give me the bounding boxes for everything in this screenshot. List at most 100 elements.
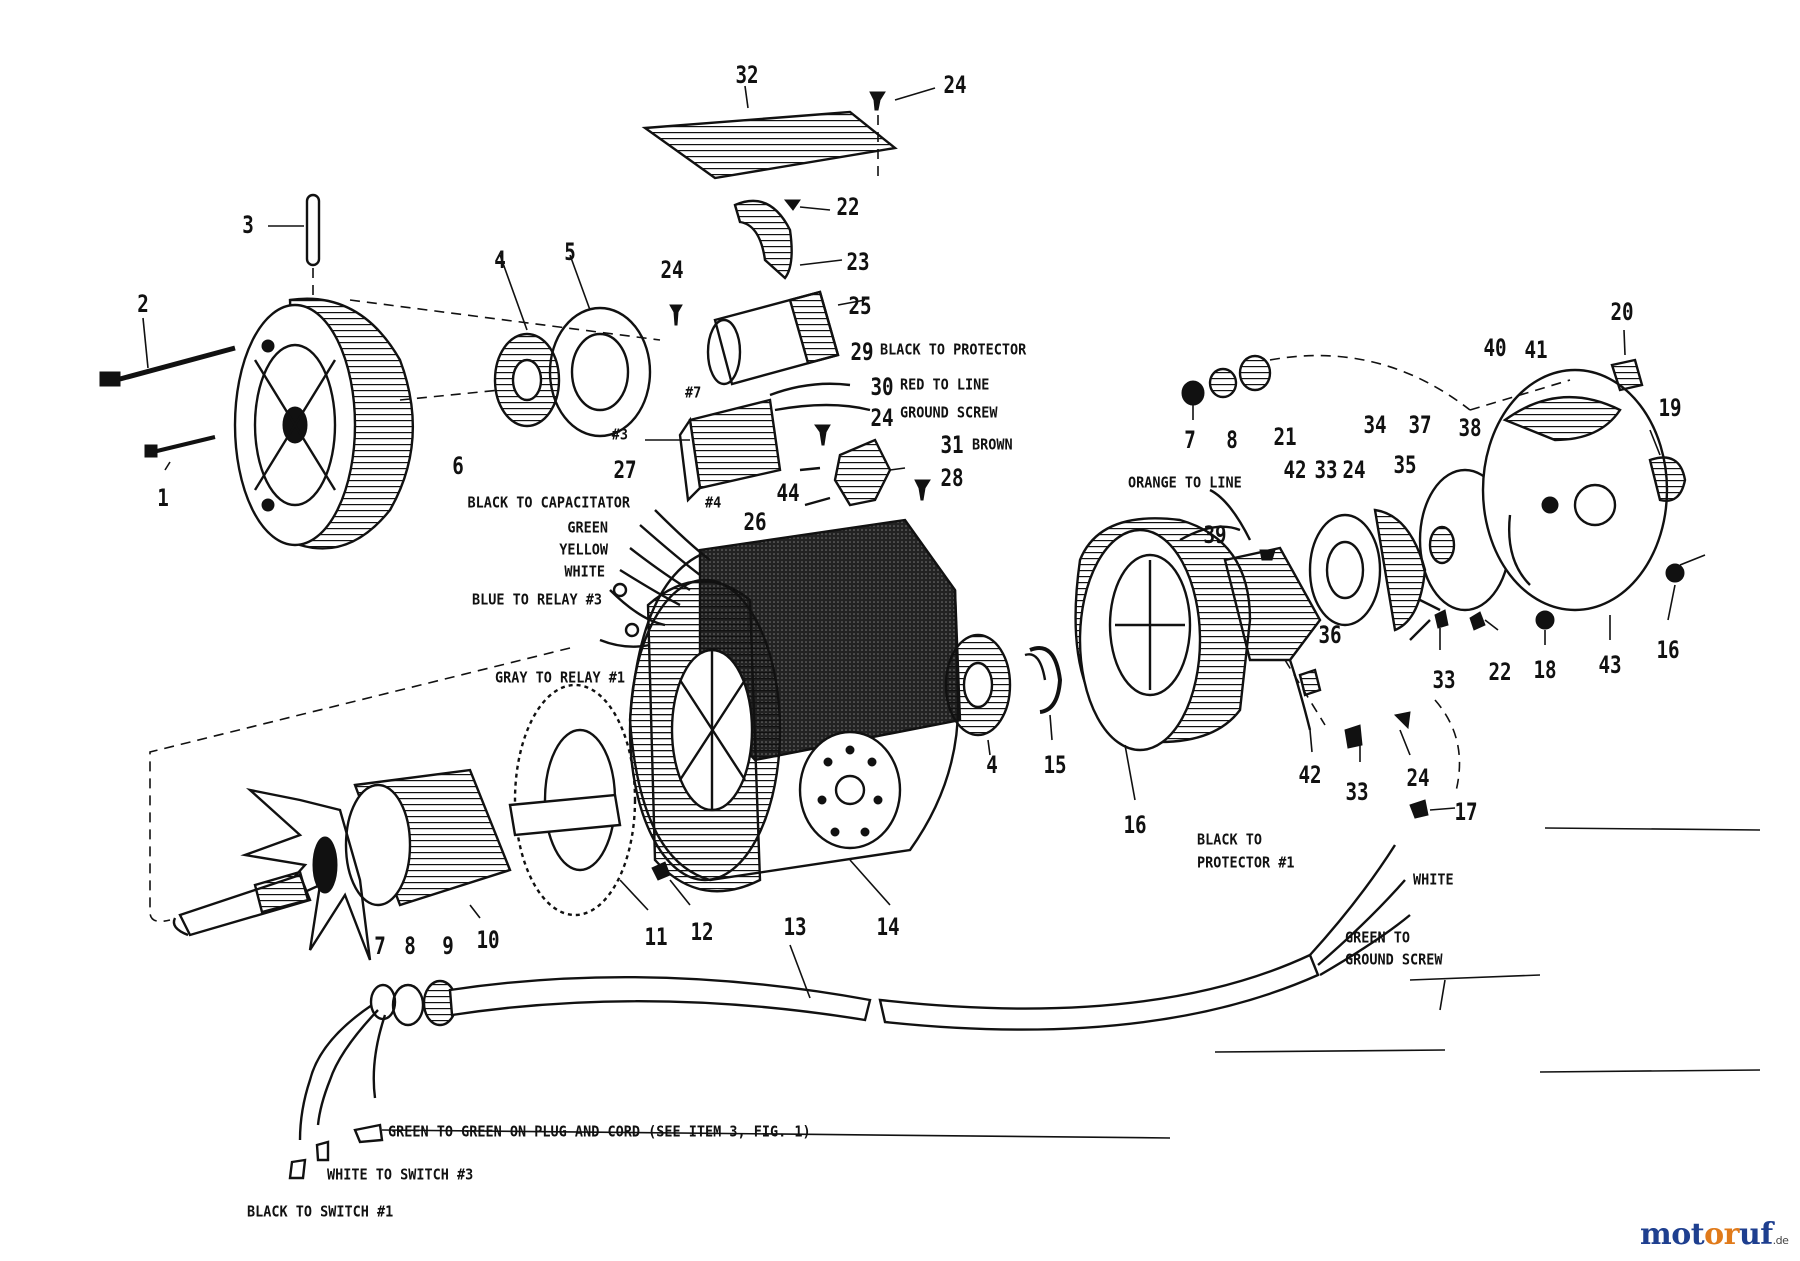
wire-label: BLACK TO <box>1197 830 1263 849</box>
relay-terminal-label: #4 <box>705 493 722 512</box>
part-number: 7 <box>1184 426 1196 454</box>
wire-label: BLACK TO SWITCH #1 <box>247 1202 394 1221</box>
part-number: 35 <box>1393 451 1417 479</box>
overload-protector <box>833 438 906 507</box>
part-number: 33 <box>1345 778 1369 806</box>
part-number: 36 <box>1318 621 1342 649</box>
watermark-part: uf <box>1738 1217 1773 1252</box>
wire-label: YELLOW <box>559 540 608 559</box>
part-number: 13 <box>783 913 807 941</box>
wire-label: ORANGE TO LINE <box>1128 473 1242 492</box>
part-number: 40 <box>1483 334 1507 362</box>
wire-label: BLACK TO CAPACITATOR <box>467 493 630 512</box>
part-number: 22 <box>836 193 860 221</box>
part-number: 22 <box>1488 658 1512 686</box>
part-number: 41 <box>1524 336 1548 364</box>
wire-label: BLACK TO PROTECTOR <box>880 340 1027 359</box>
part-number: 27 <box>613 456 637 484</box>
part-number: 34 <box>1363 411 1387 439</box>
part-number: 10 <box>476 926 500 954</box>
wire-label: WHITE <box>564 562 605 581</box>
washer-10 <box>1665 563 1685 583</box>
wire-label: GREEN <box>567 518 608 537</box>
part-number: 33 <box>1314 456 1338 484</box>
part-number: 29 <box>850 338 874 366</box>
end-bell-left <box>233 297 414 550</box>
thru-bolt <box>99 317 236 387</box>
clamp <box>733 199 843 280</box>
centrifugal-switch <box>1179 468 1512 662</box>
part-number: 4 <box>494 246 506 274</box>
part-number: 15 <box>1043 751 1067 779</box>
part-number: 24 <box>1342 456 1366 484</box>
cap-nut <box>1610 329 1687 502</box>
part-number: 39 <box>1203 521 1227 549</box>
part-number: 21 <box>1273 423 1297 451</box>
cover-plate <box>641 85 936 180</box>
part-number: 26 <box>743 508 767 536</box>
part-number: 32 <box>735 61 759 89</box>
wire-label: GROUND SCREW <box>1345 950 1443 969</box>
part-number: 30 <box>870 373 894 401</box>
wire-label: GREEN TO GREEN ON PLUG AND CORD (SEE ITE… <box>388 1122 811 1141</box>
nuts-top <box>1181 354 1272 420</box>
wire-label: WHITE TO SWITCH #3 <box>327 1165 474 1184</box>
part-number: 38 <box>1458 414 1482 442</box>
end-cover <box>1481 368 1669 640</box>
part-number: 9 <box>442 932 454 960</box>
stator-housing <box>628 518 962 906</box>
part-number: 42 <box>1298 761 1322 789</box>
wire-label: BROWN <box>972 435 1013 454</box>
part-number: 17 <box>1454 798 1478 826</box>
part-number: 43 <box>1598 651 1622 679</box>
bearing-left <box>493 332 561 428</box>
relay <box>645 398 782 503</box>
part-number: 8 <box>404 932 416 960</box>
part-number: 8 <box>1226 426 1238 454</box>
part-number: 4 <box>986 751 998 779</box>
part-number: 18 <box>1533 656 1557 684</box>
screw-12 <box>651 861 691 906</box>
part-number: 5 <box>564 238 576 266</box>
part-number: 14 <box>876 913 900 941</box>
part-number: 24 <box>660 256 684 284</box>
part-number: 11 <box>644 923 668 951</box>
watermark-part: or <box>1704 1217 1739 1252</box>
cord-washers <box>369 944 1320 1031</box>
part-number: 31 <box>940 431 964 459</box>
screw-1 <box>144 435 216 471</box>
end-bell-right <box>1074 517 1252 801</box>
part-number: 1 <box>157 484 169 512</box>
part-number: 25 <box>848 292 872 320</box>
part-number: 16 <box>1656 636 1680 664</box>
relay-terminal-label: #7 <box>685 383 702 402</box>
pin-3 <box>268 193 321 300</box>
part-number: 12 <box>690 918 714 946</box>
part-number: 16 <box>1123 811 1147 839</box>
part-number: 37 <box>1408 411 1432 439</box>
part-number: 44 <box>776 479 800 507</box>
washer-18 <box>1535 610 1555 630</box>
wire-label: RED TO LINE <box>900 375 990 394</box>
part-number: 19 <box>1658 394 1682 422</box>
wire-label: WHITE <box>1413 870 1454 889</box>
screw-24 <box>669 304 683 326</box>
wire-label: GROUND SCREW <box>900 403 998 422</box>
part-number: 6 <box>452 452 464 480</box>
part-number: 24 <box>1406 764 1430 792</box>
part-number: 2 <box>137 290 149 318</box>
ring-5 <box>499 254 652 438</box>
capacitor <box>706 290 866 386</box>
part-number: 33 <box>1432 666 1456 694</box>
watermark-suffix: .de <box>1772 1234 1789 1247</box>
rotor <box>344 768 622 919</box>
fan <box>240 787 372 961</box>
part-number: 23 <box>846 248 870 276</box>
bearing-right <box>944 633 1012 756</box>
part-number: 24 <box>943 71 967 99</box>
part-number: 24 <box>870 404 894 432</box>
wire-label: PROTECTOR #1 <box>1197 853 1295 872</box>
part-number: 7 <box>374 932 386 960</box>
